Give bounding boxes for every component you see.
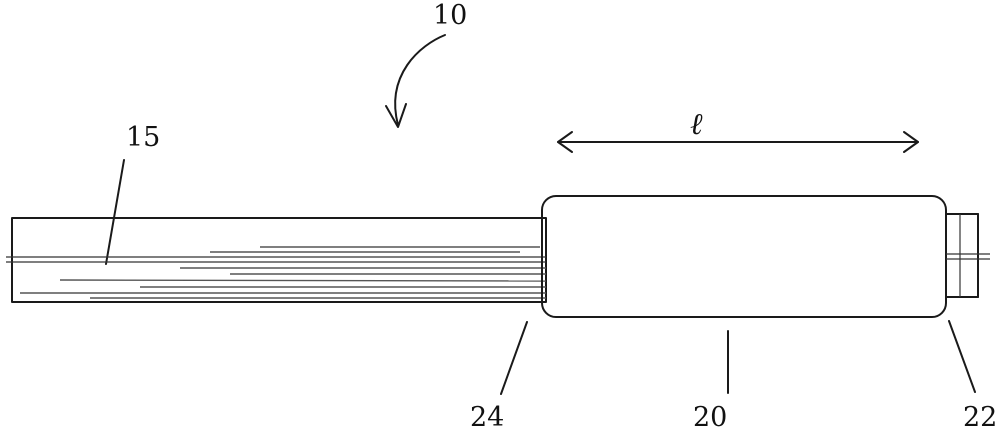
right-end-connector [946,214,990,297]
leader-22 [949,321,975,392]
leader-24 [501,322,527,394]
label-24: 24 [470,402,504,433]
elongated-tube [6,218,546,302]
label-10: 10 [433,0,467,31]
label-15: 15 [126,122,160,153]
label-20: 20 [693,402,727,433]
main-body [542,196,946,317]
label-22: 22 [963,402,997,433]
length-symbol: ℓ [690,107,703,142]
leader-15 [106,160,124,264]
